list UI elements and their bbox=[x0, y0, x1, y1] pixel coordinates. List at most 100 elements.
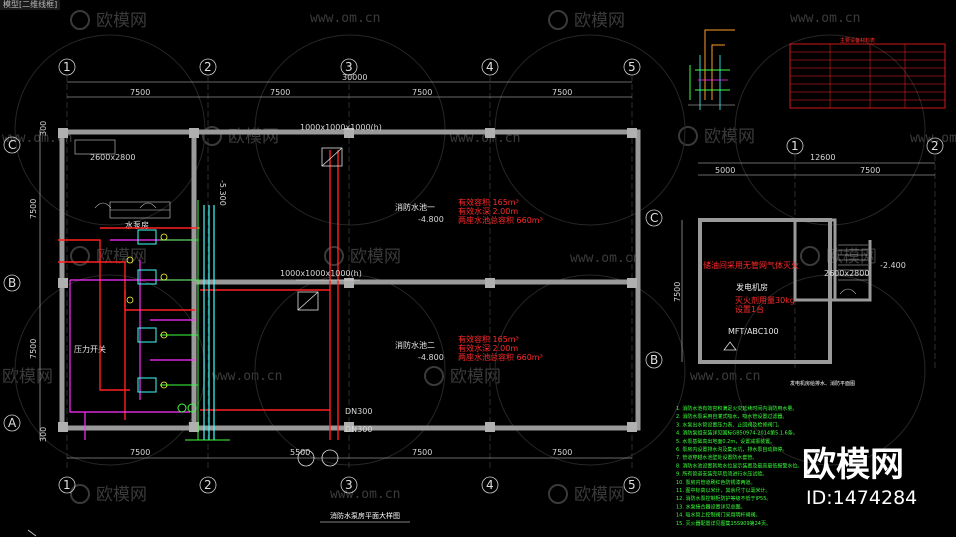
brand-logo-text: 欧模网 bbox=[802, 445, 904, 485]
gen-axis-2: 2 bbox=[931, 139, 939, 153]
watermark-url: www.om.cn bbox=[790, 11, 860, 26]
window-title: 模型[二维线框] bbox=[0, 0, 61, 10]
note-line: 14. 吸水管上控制阀门采用明杆闸阀。 bbox=[676, 512, 761, 519]
note-line: 11. 图中标高以米计，其余尺寸以毫米计。 bbox=[676, 487, 771, 494]
axis-C: C bbox=[8, 138, 16, 152]
pool-1[interactable]: 消防水池一 -4.800 有效容积 165m³ 有效水深 2.00m 两座水池总… bbox=[395, 197, 543, 225]
generator-note-2: 灭火剂用量30kg bbox=[735, 295, 795, 305]
watermark-layer: 欧模网 www.om.cn 欧模网 www.om.cn www.om.cn 欧模… bbox=[2, 10, 956, 505]
watermark-brand: 欧模网 bbox=[96, 485, 147, 505]
axis-3-bottom: 3 bbox=[345, 478, 353, 492]
pump-piping bbox=[58, 150, 339, 441]
gen-dim-side: 7500 bbox=[673, 282, 682, 302]
axis-4-bottom: 4 bbox=[486, 478, 494, 492]
note-line: 15. 灭火器配置详见图集15S909第24页。 bbox=[676, 520, 771, 527]
pipe-label-2: 1000x1000x1000(h) bbox=[280, 269, 362, 278]
pump-room-level: -5.300 bbox=[218, 180, 227, 206]
pipe-label-1: 1000x1000x1000(h) bbox=[300, 123, 382, 132]
pool-1-level: -4.800 bbox=[418, 215, 444, 224]
pool-1-total: 两座水池总容积 660m³ bbox=[458, 215, 543, 225]
brand-id: ID:1474284 bbox=[806, 487, 917, 509]
axis-3: 3 bbox=[345, 60, 353, 74]
dim-bay-3: 7500 bbox=[412, 88, 432, 97]
dim-total: 30000 bbox=[342, 73, 367, 82]
pool-1-name: 消防水池一 bbox=[395, 202, 435, 212]
pool-2-total: 两座水池总容积 660m³ bbox=[458, 352, 543, 362]
note-line: 9. 所有管道安装完毕后须进行水压试验。 bbox=[676, 471, 767, 478]
note-line: 1. 消防水池有效容积满足火灾延续时间内消防用水量。 bbox=[676, 405, 797, 412]
main-caption: 消防水泵房平面大样图 bbox=[330, 511, 400, 520]
pool-2-volume: 有效容积 165m³ bbox=[458, 334, 519, 344]
note-line: 8. 消防水池设置就地水位显示装置及最高最低报警水位。 bbox=[676, 462, 802, 469]
axis-5: 5 bbox=[628, 60, 636, 74]
pipe-label-3: DN300 bbox=[345, 407, 372, 416]
pool-fittings bbox=[296, 147, 360, 467]
axis-B: B bbox=[8, 276, 16, 290]
watermark-brand: 欧模网 bbox=[574, 11, 625, 31]
dim-left-4: 300 bbox=[39, 427, 48, 442]
pool-1-depth: 有效水深 2.00m bbox=[458, 206, 518, 216]
watermark-url: www.om.cn bbox=[310, 11, 380, 26]
pump-room-name: 水泵房 bbox=[125, 220, 149, 230]
watermark-url: www.om.cn bbox=[570, 251, 640, 266]
design-notes[interactable]: 1. 消防水池有效容积满足火灾延续时间内消防用水量。2. 消防水泵采用自灌式吸水… bbox=[676, 405, 802, 527]
watermark-url: www.om.cn bbox=[212, 369, 282, 384]
pool-2-name: 消防水池二 bbox=[395, 340, 435, 350]
watermark-brand: 欧模网 bbox=[574, 485, 625, 505]
note-line: 2. 消防水泵采用自灌式吸水，吸水管设置过滤器。 bbox=[676, 413, 787, 420]
watermark-brand: 欧模网 bbox=[96, 247, 147, 267]
pool-2[interactable]: 消防水池二 -4.800 有效容积 165m³ 有效水深 2.00m 两座水池总… bbox=[395, 334, 543, 362]
note-line: 12. 消防水泵控制柜防护等级不低于IP55。 bbox=[676, 495, 771, 502]
generator-note-1: 储油间采用无管网气体灭火 bbox=[703, 260, 799, 270]
dim-bay-2: 7500 bbox=[270, 88, 290, 97]
pool-1-volume: 有效容积 165m³ bbox=[458, 197, 519, 207]
watermark-brand: 欧模网 bbox=[350, 247, 401, 267]
generator-room-name: 发电机房 bbox=[736, 282, 768, 292]
crosshair-icon bbox=[27, 529, 37, 537]
gen-dim-total: 12600 bbox=[810, 153, 835, 162]
pump-room-door: 2600x2800 bbox=[90, 153, 135, 162]
watermark-brand: 欧模网 bbox=[96, 11, 147, 31]
pipe-label-4: DN300 bbox=[345, 425, 372, 434]
note-line: 5. 水泵基础高出地面0.2m，设置减振装置。 bbox=[676, 438, 775, 445]
gen-dim-2: 7500 bbox=[860, 166, 880, 175]
riser-diagram bbox=[688, 29, 735, 110]
axis-1: 1 bbox=[63, 60, 71, 74]
gen-dim-1: 5000 bbox=[715, 166, 735, 175]
pool-2-depth: 有效水深 2.00m bbox=[458, 343, 518, 353]
gen-level: -2.400 bbox=[880, 261, 906, 270]
gen-axis-C: C bbox=[650, 211, 658, 225]
watermark-url: www.om.cn bbox=[690, 369, 760, 384]
equipment-table[interactable]: 主要设备材料表 bbox=[789, 37, 946, 109]
dim-bay-4: 7500 bbox=[552, 88, 572, 97]
note-line: 13. 水泵接合器设置详见总图。 bbox=[676, 503, 746, 510]
watermark-brand: 欧模网 bbox=[450, 367, 501, 387]
watermark-url: www.om.cn bbox=[450, 131, 520, 146]
generator-caption: 发电机房给排水、消防平面图 bbox=[790, 380, 855, 387]
axis-2: 2 bbox=[204, 60, 212, 74]
generator-room[interactable]: 发电机房 储油间采用无管网气体灭火 灭火剂用量30kg 设置1台 MFT/ABC… bbox=[703, 260, 799, 351]
axis-5-bottom: 5 bbox=[628, 478, 636, 492]
note-line: 4. 消防泵组安装详见国标GB50974-2014第5.1.6条。 bbox=[676, 430, 798, 437]
pressure-switch-label: 压力开关 bbox=[74, 344, 106, 354]
gen-axis-B: B bbox=[650, 353, 658, 367]
note-line: 10. 泵房内管道刷红色防锈漆两道。 bbox=[676, 479, 756, 486]
axis-1-bottom: 1 bbox=[63, 478, 71, 492]
watermark-url: www.om.cn bbox=[330, 487, 400, 502]
gen-door: 2600x2800 bbox=[824, 269, 869, 278]
watermark-brand: 欧模网 bbox=[2, 367, 53, 387]
gen-axis-1: 1 bbox=[791, 139, 799, 153]
dim-bay-1: 7500 bbox=[130, 88, 150, 97]
axis-4: 4 bbox=[486, 60, 494, 74]
axis-A: A bbox=[8, 416, 17, 430]
extinguisher-icon bbox=[723, 341, 737, 351]
dim-bottom-3: 7500 bbox=[412, 448, 432, 457]
watermark-brand: 欧模网 bbox=[826, 247, 877, 267]
note-line: 7. 管道穿越水池壁处设置防水套管。 bbox=[676, 454, 757, 461]
table-title: 主要设备材料表 bbox=[840, 37, 875, 44]
extinguisher-label: MFT/ABC100 bbox=[728, 327, 779, 336]
dim-left-1: 300 bbox=[39, 121, 48, 136]
dim-left-3: 7500 bbox=[29, 339, 38, 359]
brand-overlay: 欧模网 ID:1474284 bbox=[802, 445, 917, 509]
